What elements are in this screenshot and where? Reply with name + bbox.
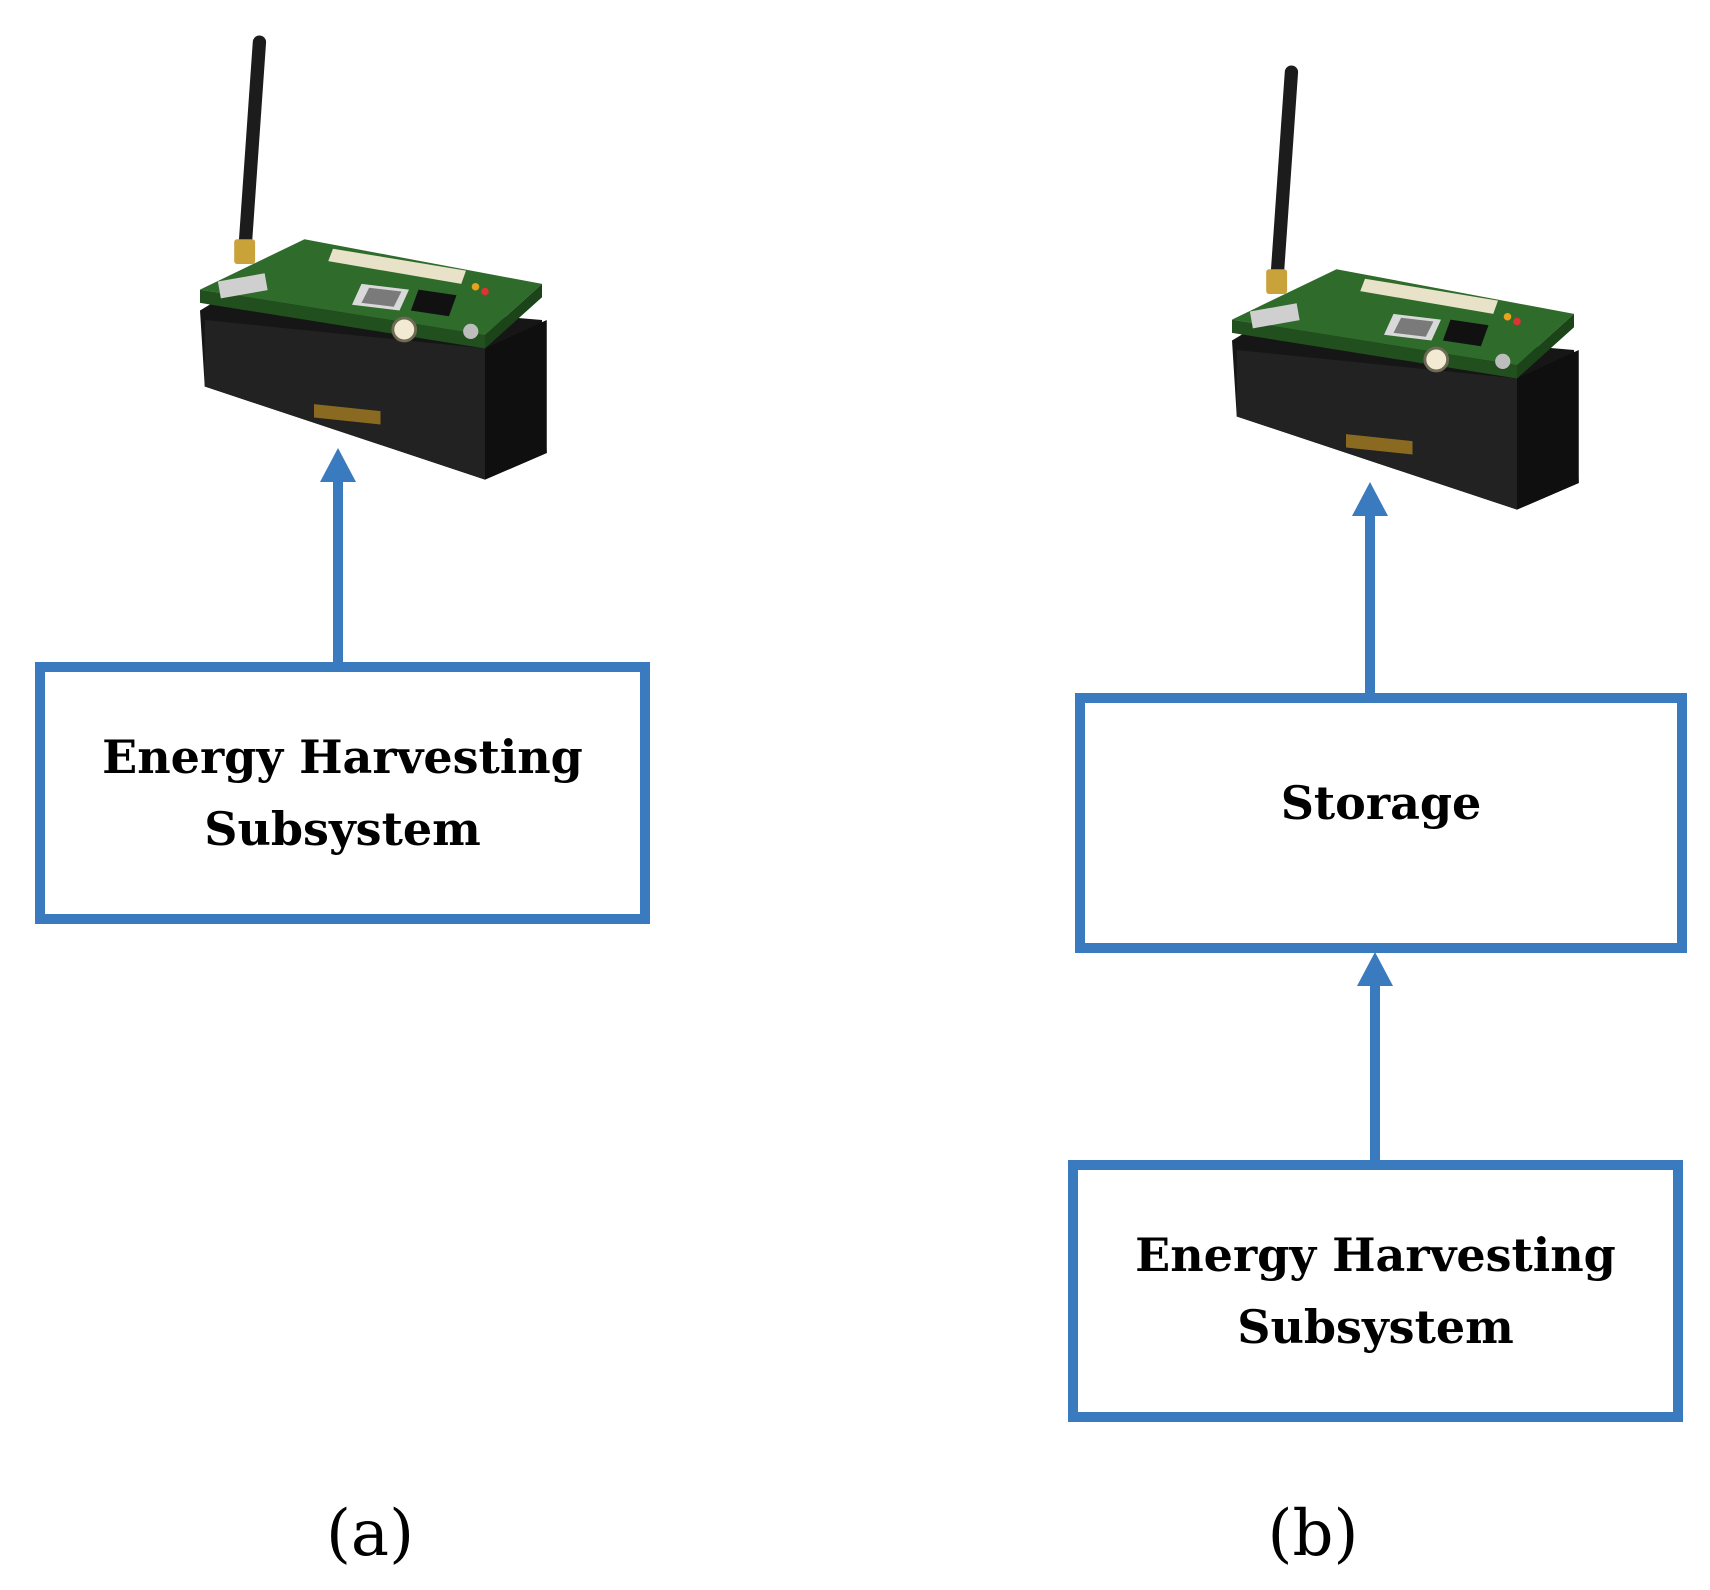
harvest-label-line1-b: Energy Harvesting	[1135, 1228, 1616, 1282]
caption-a: (a)	[325, 1497, 415, 1571]
arrow-storage-to-device-b	[1352, 482, 1388, 695]
storage-label-b: Storage	[1280, 776, 1482, 830]
harvest-label-line2-a: Subsystem	[204, 802, 481, 856]
harvest-label-line1-a: Energy Harvesting	[102, 730, 583, 784]
arrow-harvest-to-storage-b	[1357, 952, 1393, 1163]
storage-box-b: Storage	[1075, 693, 1687, 953]
harvest-label-line2-b: Subsystem	[1237, 1300, 1514, 1354]
sensor-node-icon-a	[198, 33, 549, 482]
energy-harvesting-box-b: Energy Harvesting Subsystem	[1068, 1160, 1683, 1422]
sensor-node-icon-b	[1230, 63, 1581, 512]
caption-b: (b)	[1267, 1497, 1359, 1571]
energy-harvesting-box-a: Energy Harvesting Subsystem	[35, 662, 650, 924]
arrow-harvest-to-device-a	[320, 448, 356, 665]
